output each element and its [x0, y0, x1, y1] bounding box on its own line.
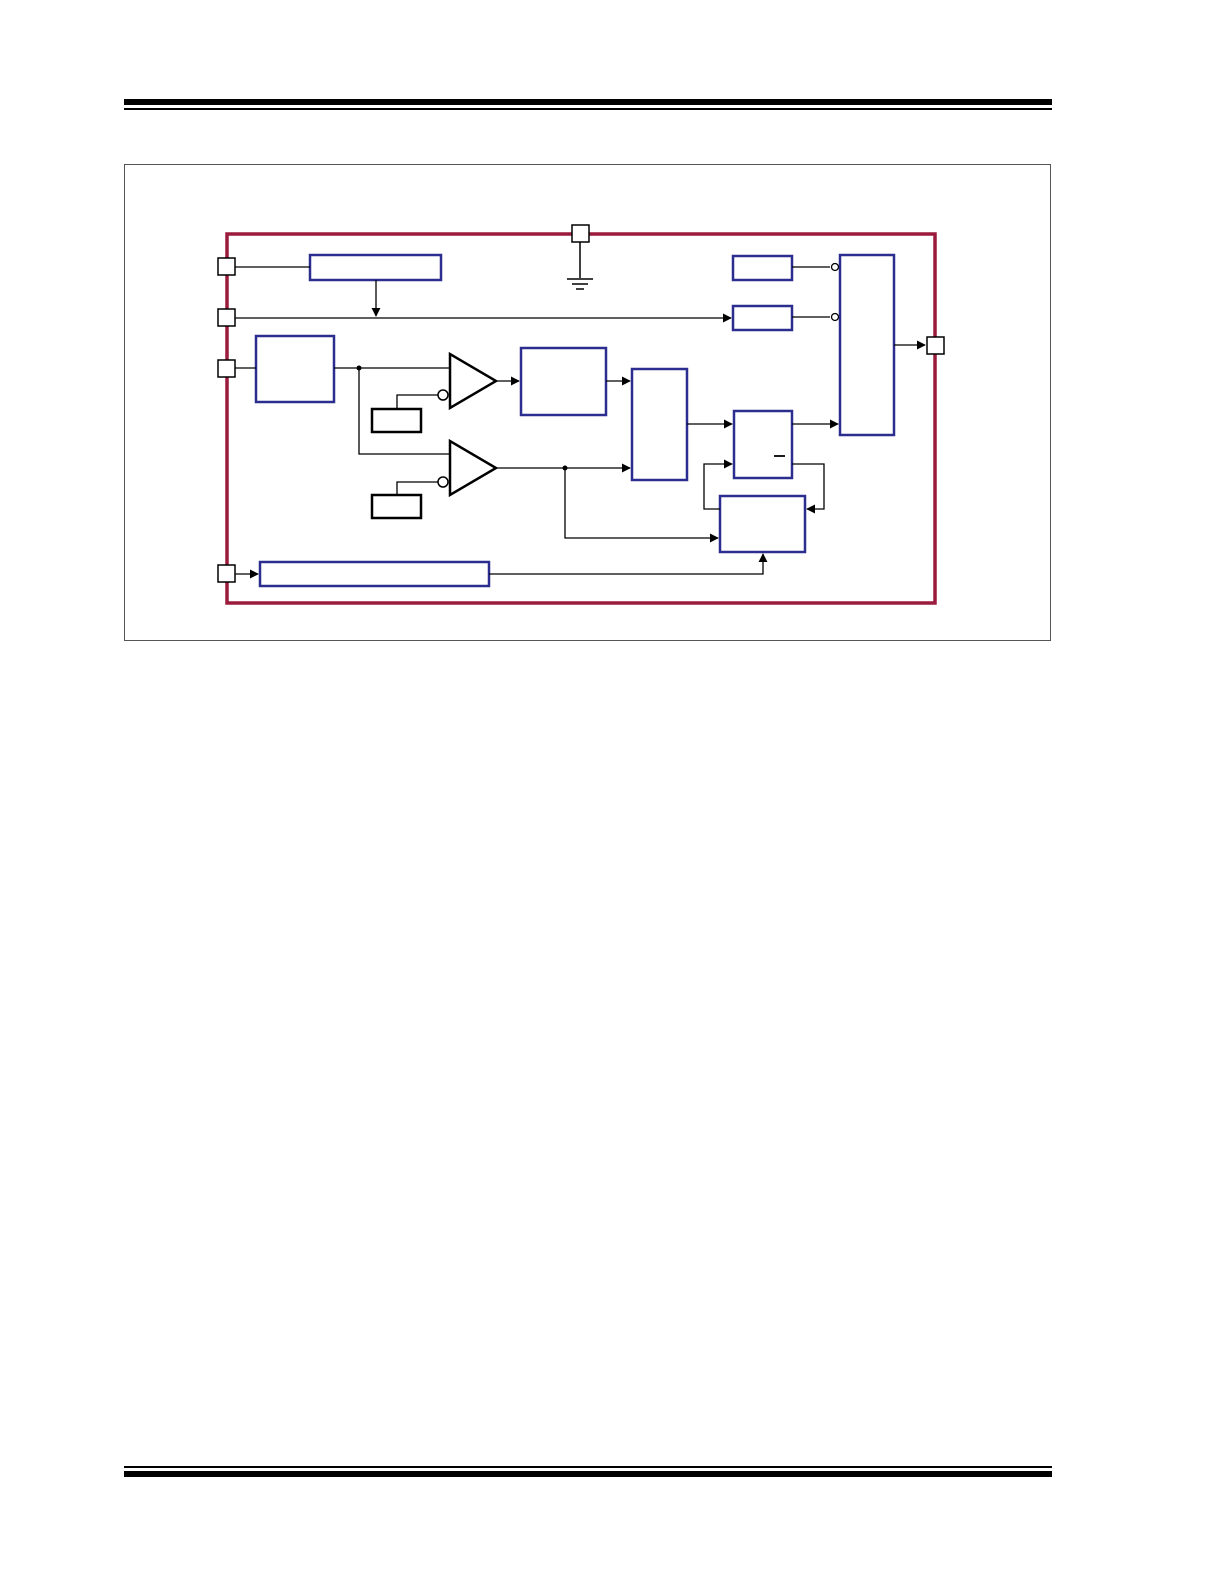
figure-frame — [124, 164, 1051, 641]
comparator-2 — [437, 438, 499, 498]
left-pin-3 — [217, 359, 236, 378]
header-rule-thick — [124, 99, 1052, 105]
inverter-bubble-lower — [830, 312, 840, 322]
reference-1 — [370, 407, 423, 434]
lower-gate-block — [731, 304, 794, 332]
junction-dot — [356, 365, 362, 371]
inverter-bubble-upper — [830, 262, 840, 272]
footer-rule-thick — [124, 1471, 1052, 1477]
input-block — [254, 334, 336, 404]
left-pin-1 — [217, 257, 236, 276]
left-pin-4 — [217, 564, 236, 583]
left-pin-2 — [217, 308, 236, 327]
right-output-pin — [926, 336, 945, 355]
latch-block — [732, 409, 794, 480]
filter-block — [519, 346, 608, 417]
wires — [235, 266, 926, 579]
reference-2 — [370, 493, 423, 520]
footer-rule-thin — [124, 1466, 1052, 1468]
top-ground-pin — [571, 224, 590, 278]
top-wide-block — [308, 253, 443, 282]
feedback-block — [718, 494, 807, 554]
header-rule-thin — [124, 108, 1052, 110]
junction-dot — [562, 465, 568, 471]
ground-icon — [567, 278, 593, 290]
comparator-1 — [437, 351, 499, 411]
logic-block — [630, 367, 689, 482]
output-mux-block — [838, 253, 896, 437]
bottom-wide-block — [258, 560, 491, 588]
upper-gate-block — [731, 254, 794, 282]
